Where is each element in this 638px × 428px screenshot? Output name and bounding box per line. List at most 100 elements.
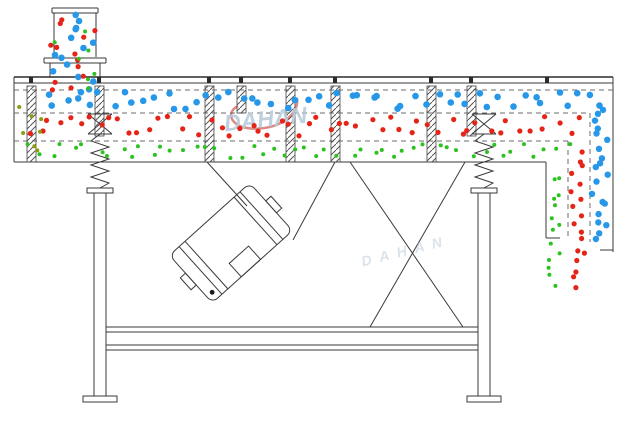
particle-green [86,77,90,82]
particle-red [68,115,74,121]
particle-green [568,142,573,147]
particle-red [557,120,563,126]
particle-blue [86,101,94,109]
particle-red [489,128,495,134]
particle-green [438,143,443,148]
particle-blue [595,210,602,218]
particle-red [126,130,132,136]
particle-green [548,241,553,246]
particle-green [557,222,562,227]
right-spring-coil [473,133,495,189]
particle-blue [586,91,594,99]
particle-blue [447,99,455,106]
particle-blue [592,163,599,171]
particle-blue [254,99,261,106]
particle-green [301,145,306,150]
particle-red [48,42,54,48]
particle-blue [593,178,600,185]
particle-blue [593,130,600,137]
particle-blue [170,105,178,113]
particle-green [557,251,562,256]
particle-green [282,153,287,158]
particle-blue [396,102,404,110]
right-foot-plate [466,395,502,403]
particle-green [79,142,83,147]
particle-green [86,86,91,91]
particle-green [550,227,555,232]
particle-blue [573,89,581,97]
particle-green [471,154,476,159]
particle-green [202,145,207,149]
watermark-swoosh [229,97,299,130]
particle-red [336,120,342,127]
particle-red [575,248,581,254]
particle-green [531,154,536,159]
particle-green [228,156,233,160]
particle-red [180,126,186,132]
particle-blue [536,99,544,107]
particle-green [549,216,554,221]
particle-green [100,150,105,155]
particle-red [296,133,302,139]
particle-green [334,153,339,158]
discharge-chute [545,113,613,251]
particle-red [237,125,243,132]
particle-green [195,144,200,149]
particle-blue [75,73,82,81]
particle-blue [596,102,603,109]
particle-red [164,113,170,120]
particle-red [155,115,161,121]
particle-red [75,64,81,70]
particle-blue [80,44,87,52]
particle-red [328,127,334,133]
particle-blue [596,160,604,167]
particle-blue [598,155,606,162]
particle-red [57,20,63,27]
particle-blue [93,88,101,96]
particle-blue [601,200,608,207]
particle-blue [51,51,59,59]
left-spring-coil [89,133,111,189]
particle-blue [150,94,158,101]
particle-green [152,152,157,157]
particle-blue [121,88,129,96]
particle-green [553,283,558,288]
particle-blue [139,97,147,105]
particle-red [424,122,430,128]
particle-blue [112,102,119,110]
particle-green [547,272,552,277]
particle-blue [494,93,501,101]
particle-red [209,117,215,123]
particle-red [578,196,584,202]
particle-olive [17,105,22,109]
particle-green [353,153,358,158]
particle-green [553,203,557,208]
particle-red [86,114,92,120]
particle-blue [603,222,610,229]
particle-red [52,79,58,85]
particle-blue [89,39,97,46]
particle-red [285,121,291,127]
particle-red [502,118,508,124]
particle-red [413,118,419,124]
particle-green [167,148,172,153]
particle-red [569,170,575,176]
particle-olive [21,131,26,135]
particle-red [27,130,33,137]
particle-blue [291,96,299,104]
particle-green [76,56,81,61]
particle-blue [533,94,540,101]
particle-red [579,163,585,169]
particle-blue [556,89,564,96]
particle-red [54,44,60,51]
particle-green [321,147,326,152]
particle-blue [90,78,97,85]
particle-green [508,149,513,154]
particle-green [272,146,277,151]
particle-red [574,257,580,264]
particle-red [435,129,441,135]
particle-blue [63,61,71,68]
particle-red [581,250,588,256]
particle-green [104,154,109,158]
particle-green [37,152,42,157]
